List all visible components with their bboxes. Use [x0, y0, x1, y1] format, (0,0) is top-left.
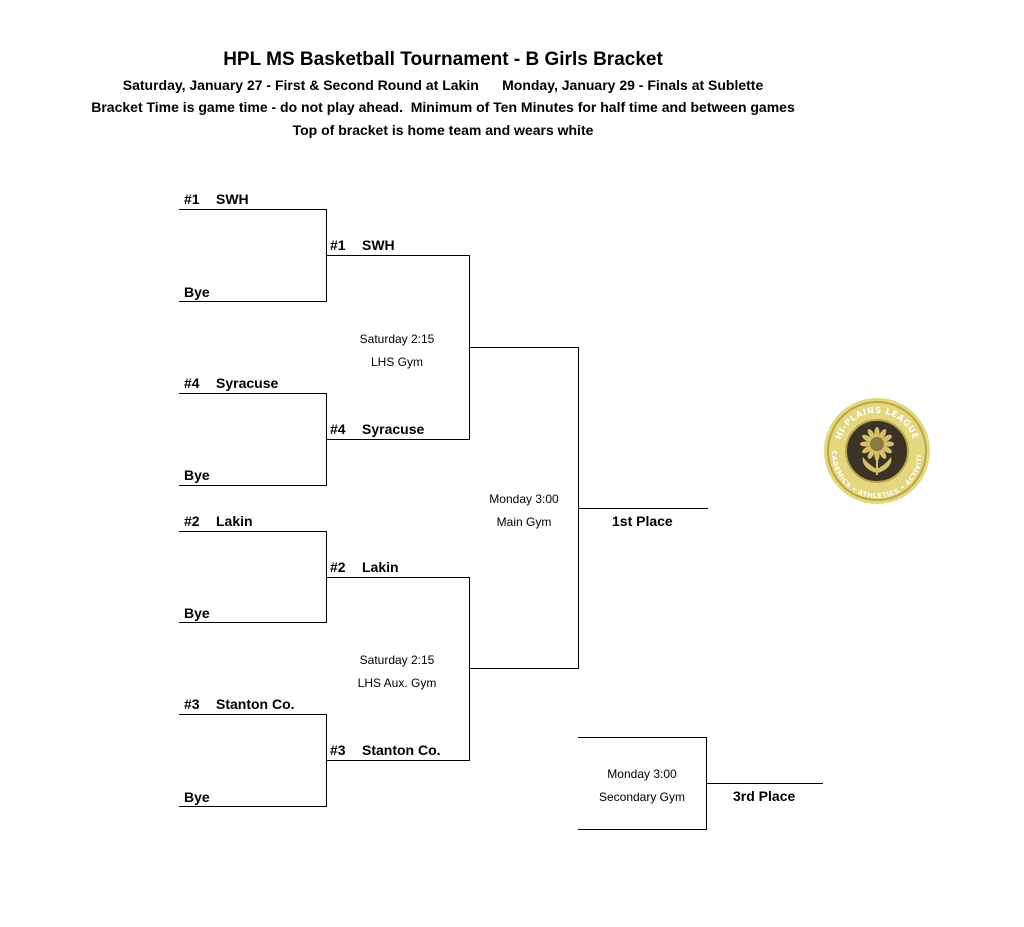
team-name: Syracuse	[216, 375, 279, 391]
bracket-line	[179, 209, 327, 211]
bracket-line	[179, 806, 327, 808]
bracket-line	[179, 531, 327, 533]
team-seed: #2	[330, 559, 346, 575]
bracket-line	[578, 737, 707, 739]
round2-team: #2 Lakin	[330, 559, 399, 575]
team-name: Bye	[184, 467, 210, 483]
bracket-line	[179, 485, 327, 487]
hi-plains-league-logo: HI-PLAINS LEAGUE ACADEMICS • ATHLETICS •…	[823, 397, 930, 504]
round2-team: #4 Syracuse	[330, 421, 424, 437]
team-name: Stanton Co.	[362, 742, 441, 758]
bracket-line	[326, 760, 470, 762]
round1-team: Bye	[184, 605, 210, 621]
final-info: Monday 3:00 Main Gym	[459, 488, 589, 534]
third-place-label: 3rd Place	[733, 788, 796, 804]
game-time: Monday 3:00	[489, 492, 559, 506]
bracket-line	[326, 255, 470, 257]
home-team-note: Top of bracket is home team and wears wh…	[292, 122, 594, 138]
bracket-line	[326, 577, 470, 579]
game-location: LHS Gym	[370, 355, 423, 369]
team-name: Syracuse	[362, 421, 425, 437]
bracket-line	[578, 829, 707, 831]
team-name: Lakin	[362, 559, 399, 575]
third-place-info: Monday 3:00 Secondary Gym	[577, 763, 707, 809]
team-seed: #4	[184, 375, 200, 391]
game-location: LHS Aux. Gym	[357, 676, 437, 690]
team-name: Stanton Co.	[216, 696, 295, 712]
round2-team: #1 SWH	[330, 237, 395, 253]
team-name: SWH	[362, 237, 395, 253]
bracket-line	[326, 439, 470, 441]
team-seed: #3	[330, 742, 346, 758]
game-time: Monday 3:00	[607, 767, 677, 781]
bracket-line	[179, 393, 327, 395]
game-location: Secondary Gym	[598, 790, 686, 804]
semi1-info: Saturday 2:15 LHS Gym	[332, 328, 462, 374]
game-time: Saturday 2:15	[359, 332, 435, 346]
round1-team: Bye	[184, 467, 210, 483]
bracket-line	[706, 783, 823, 785]
sunflower-icon	[860, 427, 894, 475]
page-title: HPL MS Basketball Tournament - B Girls B…	[223, 49, 663, 70]
round2-team: #3 Stanton Co.	[330, 742, 441, 758]
team-name: Bye	[184, 605, 210, 621]
team-seed: #1	[184, 191, 200, 207]
round1-team: #2 Lakin	[184, 513, 253, 529]
round1-team: #4 Syracuse	[184, 375, 278, 391]
first-place-label: 1st Place	[612, 513, 673, 529]
team-seed: #2	[184, 513, 200, 529]
bracket-line	[179, 301, 327, 303]
team-seed: #1	[330, 237, 346, 253]
team-name: Bye	[184, 284, 210, 300]
round1-team: Bye	[184, 789, 210, 805]
round1-team: #1 SWH	[184, 191, 249, 207]
game-time: Saturday 2:15	[359, 653, 435, 667]
rules-line: Bracket Time is game time - do not play …	[91, 99, 795, 115]
round1-team: Bye	[184, 284, 210, 300]
team-seed: #3	[184, 696, 200, 712]
semi2-info: Saturday 2:15 LHS Aux. Gym	[332, 649, 462, 695]
round1-team: #3 Stanton Co.	[184, 696, 295, 712]
bracket-line	[469, 668, 579, 670]
team-name: Lakin	[216, 513, 253, 529]
team-name: Bye	[184, 789, 210, 805]
bracket-line	[578, 508, 708, 510]
bracket-line	[469, 347, 579, 349]
game-location: Main Gym	[496, 515, 552, 529]
bracket-line	[179, 714, 327, 716]
team-name: SWH	[216, 191, 249, 207]
schedule-line: Saturday, January 27 - First & Second Ro…	[122, 77, 764, 93]
team-seed: #4	[330, 421, 346, 437]
bracket-line	[179, 622, 327, 624]
